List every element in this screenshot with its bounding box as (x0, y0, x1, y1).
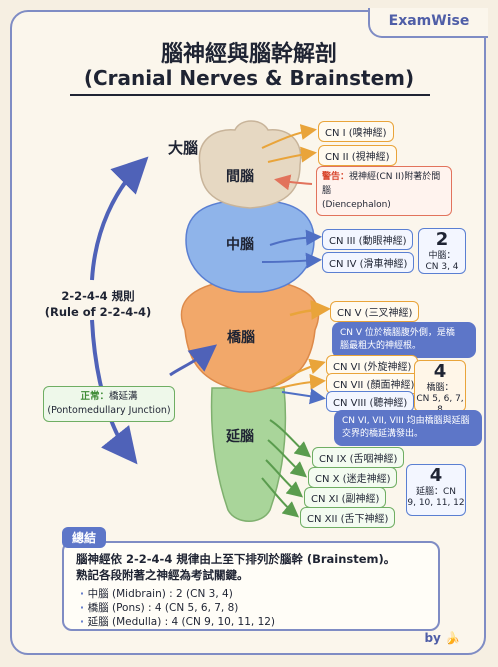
title-divider (70, 94, 430, 96)
cerebrum-label: 大腦 (168, 139, 199, 157)
cn11-label: CN XI (副神經) (304, 487, 387, 508)
cn5-label: CN V (三叉神經) (330, 301, 420, 322)
rule-label: 2-2-4-4 規則 (Rule of 2-2-4-4) (38, 288, 158, 320)
cn5-note-line2: 腦最粗大的神經根。 (340, 341, 422, 351)
cn3-label: CN III (動眼神經) (322, 229, 414, 250)
summary-item: 橋腦 (Pons) : 4 (CN 5, 6, 7, 8) (80, 601, 275, 615)
medulla-count-detail: 9, 10, 11, 12 (407, 498, 465, 508)
cn4-label: CN IV (滑車神經) (322, 252, 415, 273)
junction-note-line1: CN VI, VII, VIII 均由橋腦與延腦 (342, 416, 470, 426)
summary-item: 延腦 (Medulla) : 4 (CN 9, 10, 11, 12) (80, 615, 275, 629)
pons-count-label: 橋腦： (426, 383, 454, 393)
cn9-label: CN IX (舌咽神經) (312, 447, 405, 468)
midbrain-count: 2 (435, 229, 449, 250)
medulla-shape (210, 387, 287, 522)
pons-count: 4 (433, 361, 447, 382)
warning-label: 警告： (322, 172, 350, 182)
cn12-label: CN XII (舌下神經) (300, 507, 396, 528)
summary-item: 中腦 (Midbrain) : 2 (CN 3, 4) (80, 587, 275, 601)
pons-count-box: 4 橋腦： CN 5, 6, 7, 8 (414, 360, 466, 415)
pons-label: 橋腦 (227, 330, 255, 346)
brand-logo: ExamWise (368, 8, 488, 38)
medulla-label: 延腦 (226, 429, 254, 445)
page-title: 腦神經與腦幹解剖 (160, 42, 337, 67)
warning-en: (Diencephalon) (322, 200, 391, 210)
midbrain-count-box: 2 中腦： CN 3, 4 (418, 228, 466, 274)
junction-name: 橋延溝 (109, 391, 138, 402)
cn5-note-line1: CN V 位於橋腦腹外側，是橋 (340, 328, 455, 338)
junction-note: CN VI, VII, VIII 均由橋腦與延腦 交界的橋延溝發出。 (334, 410, 482, 446)
cn8-label: CN VIII (聽神經) (326, 391, 415, 412)
midbrain-count-detail: CN 3, 4 (425, 262, 459, 272)
page-subtitle: (Cranial Nerves & Brainstem) (83, 66, 415, 90)
junction-en: (Pontomedullary Junction) (47, 405, 171, 416)
cn10-label: CN X (迷走神經) (308, 467, 398, 488)
cn2-label: CN II (視神經) (318, 145, 397, 166)
medulla-count: 4 (429, 465, 443, 486)
summary-line1: 腦神經依 2-2-4-4 規律由上至下排列於腦幹 (Brainstem)。 (76, 552, 396, 566)
summary-line2: 熟記各段附著之神經為考試關鍵。 (76, 568, 249, 582)
junction-box: 正常：橋延溝 (Pontomedullary Junction) (43, 386, 175, 422)
medulla-count-label: 延腦：CN (415, 487, 457, 497)
diencephalon-shape (198, 120, 302, 209)
summary-list: 中腦 (Midbrain) : 2 (CN 3, 4) 橋腦 (Pons) : … (80, 587, 275, 629)
rule-line1: 2-2-4-4 規則 (61, 289, 135, 303)
junction-prefix: 正常： (80, 391, 109, 402)
midbrain-count-label: 中腦： (428, 251, 456, 261)
junction-note-line2: 交界的橋延溝發出。 (342, 429, 424, 439)
warning-text: 視神經(CN II)附著於間腦 (322, 172, 441, 196)
cn1-label: CN I (嗅神經) (318, 121, 394, 142)
summary-text: 腦神經依 2-2-4-4 規律由上至下排列於腦幹 (Brainstem)。 熟記… (76, 551, 436, 583)
diencephalon-label: 間腦 (226, 169, 254, 185)
cn5-note: CN V 位於橋腦腹外側，是橋 腦最粗大的神經根。 (332, 322, 476, 358)
rule-line2: (Rule of 2-2-4-4) (44, 305, 152, 319)
warning-box: 警告：視神經(CN II)附著於間腦 (Diencephalon) (316, 166, 452, 216)
summary-tag: 總結 (62, 527, 107, 548)
medulla-count-box: 4 延腦：CN 9, 10, 11, 12 (406, 464, 466, 516)
midbrain-label: 中腦 (226, 237, 254, 253)
credit: by 🍌 (424, 631, 460, 645)
